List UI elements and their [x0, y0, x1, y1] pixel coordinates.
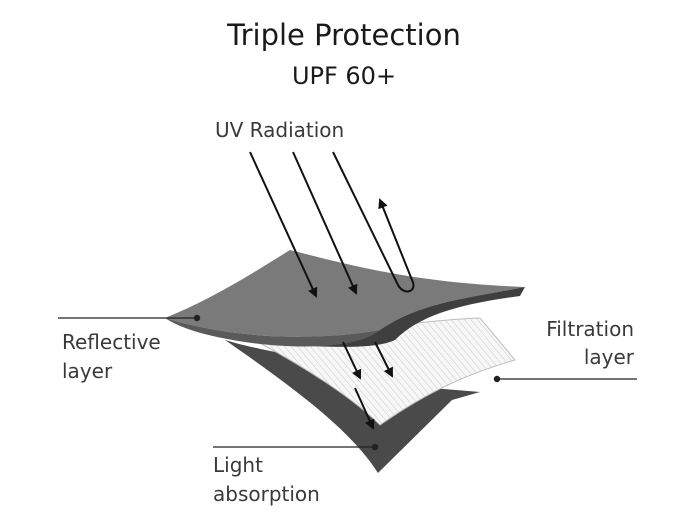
absorption-label-line2: absorption	[213, 482, 320, 506]
filtration-leader-dot	[493, 375, 501, 383]
absorption-label-line1: Light	[213, 453, 263, 477]
reflective-label-line2: layer	[62, 359, 113, 383]
filtered-ray-arrow	[342, 341, 362, 380]
filtration-label-line1: Filtration	[546, 317, 634, 341]
reflective-layer-underside-lower	[165, 318, 380, 347]
reflective-layer-underside	[240, 287, 525, 347]
reflective-layer	[165, 250, 525, 337]
filtered-ray-arrow	[374, 341, 393, 378]
uv-radiation-label: UV Radiation	[215, 118, 344, 142]
uv-ray-arrow	[249, 151, 318, 298]
diagram-subtitle: UPF 60+	[292, 62, 396, 90]
reflected-ray-arrow	[332, 151, 415, 293]
reflective-leader-dot	[193, 314, 201, 322]
absorption-leader-dot	[371, 443, 379, 451]
absorption-layer	[225, 340, 480, 473]
reflective-label-line1: Reflective	[62, 330, 161, 354]
absorbed-ray-arrow	[354, 387, 375, 430]
filtration-label-line2: layer	[584, 345, 635, 369]
uv-ray-arrow	[292, 151, 358, 295]
diagram-title: Triple Protection	[226, 18, 461, 52]
